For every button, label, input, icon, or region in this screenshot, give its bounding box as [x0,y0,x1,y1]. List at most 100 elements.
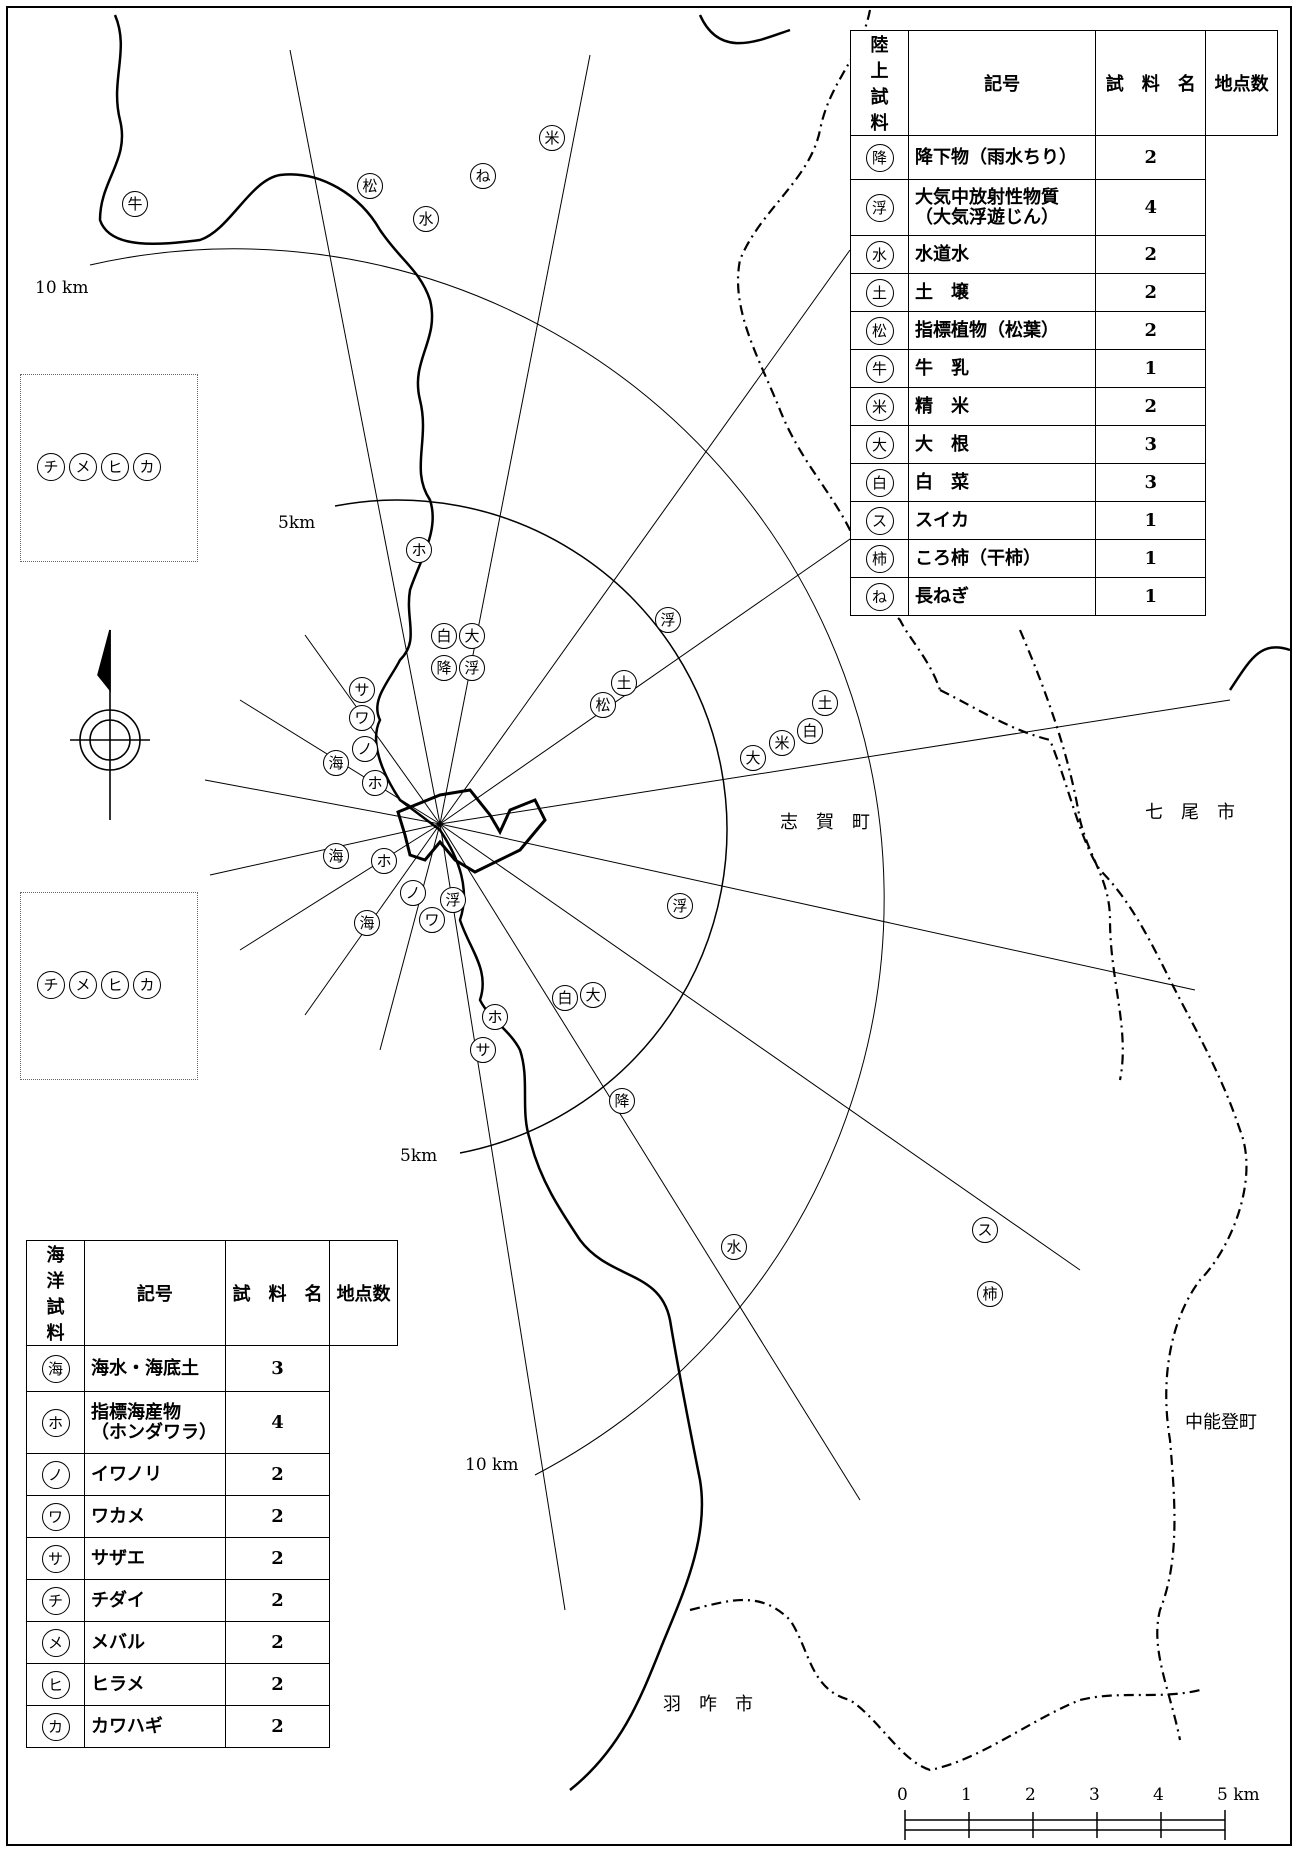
legend-symbol: 米 [865,392,894,421]
legend-symbol-cell: メ [26,1621,85,1664]
marker-sea-box: メ [69,971,97,999]
legend-row: 松指標植物（松葉）2 [850,311,1278,350]
legend-symbol-cell: ス [850,501,909,540]
map-marker: 土 [812,690,838,716]
map-marker: 水 [413,206,439,232]
boundary-south [689,1599,1201,1772]
map-marker: ホ [371,848,397,874]
legend-header-count: 地点数 [1205,30,1278,136]
map-marker: ね [470,163,496,189]
north-arrow [70,629,150,820]
map-marker: ス [972,1217,998,1243]
legend-symbol: 水 [865,240,894,269]
legend-name: チダイ [84,1579,226,1622]
legend-symbol-cell: 柿 [850,539,909,578]
legend-symbol: ヒ [41,1670,70,1699]
boundary-north [736,9,942,691]
legend-symbol: 牛 [865,354,894,383]
map-marker: 海 [323,750,349,776]
scale-tick-label: 1 [961,1785,972,1805]
map-marker: 白 [431,623,457,649]
legend-header-name: 試 料 名 [1095,30,1207,136]
legend-name: 精 米 [907,387,1097,426]
map-marker: ワ [349,705,375,731]
legend-count: 1 [1095,577,1207,616]
scale-tick-label: 3 [1089,1785,1100,1805]
legend-name: ヒラメ [84,1663,226,1706]
map-frame [6,6,1292,1846]
map-marker: 大 [580,982,606,1008]
map-marker: 柿 [977,1281,1003,1307]
map-marker: ノ [400,880,426,906]
legend-name: 土 壌 [907,273,1097,312]
map-marker: 水 [721,1234,747,1260]
distance-label-10km-south: 10 km [465,1455,519,1475]
legend-name: カワハギ [84,1705,226,1748]
legend-header-name: 試 料 名 [224,1240,331,1346]
map-marker: 海 [323,843,349,869]
circle-5km [334,499,728,1154]
coastline-north-east [698,14,791,45]
map-marker: 浮 [440,887,466,913]
sea-sample-box-south: チ メ ヒ カ [20,892,198,1080]
map-marker: サ [349,677,375,703]
coastline [98,14,704,1791]
map-marker: ノ [352,736,378,762]
marker-sea-box: ヒ [101,971,129,999]
legend-symbol: ノ [41,1460,70,1489]
plant-site [396,788,547,874]
map-marker: 松 [590,692,616,718]
map-marker: 浮 [667,893,693,919]
map-marker: ワ [419,907,445,933]
legend-name: 海水・海底土 [84,1345,226,1392]
scale-bar-lines [904,1810,1226,1840]
legend-name: メバル [84,1621,226,1664]
legend-symbol-cell: 米 [850,387,909,426]
legend-symbol-cell: 松 [850,311,909,350]
legend-symbol: 浮 [865,193,894,222]
place-shika: 志 賀 町 [780,812,870,833]
legend-count: 2 [224,1621,331,1664]
legend-symbol: サ [41,1544,70,1573]
legend-count: 2 [224,1453,331,1496]
group-label-text: 陸 上 試 料 [870,35,889,134]
legend-symbol-cell: ホ [26,1391,85,1454]
legend-count: 2 [1095,235,1207,274]
legend-symbol-cell: 大 [850,425,909,464]
legend-count: 3 [1095,425,1207,464]
legend-name: ころ柿（干柿） [907,539,1097,578]
legend-symbol-cell: 降 [850,135,909,180]
legend-symbol: ワ [41,1502,70,1531]
coastline-east [1228,646,1291,691]
distance-label-5km-south: 5km [400,1146,438,1166]
marker-sea-box: カ [133,971,161,999]
distance-label-10km-north: 10 km [35,278,89,298]
legend-name: 牛 乳 [907,349,1097,388]
legend-symbol: チ [41,1586,70,1615]
scale-tick-label: 0 [897,1785,908,1805]
legend-symbol: ね [865,582,894,611]
legend-name: スイカ [907,501,1097,540]
legend-symbol-cell: 海 [26,1345,85,1392]
legend-symbol-cell: 白 [850,463,909,502]
land-group-label: 陸 上 試 料 [850,30,909,136]
scale-tick-label: 4 [1153,1785,1164,1805]
legend-row: 降降下物（雨水ちり）2 [850,135,1278,180]
group-label-text: 海 洋 試 料 [46,1245,65,1344]
legend-header-count: 地点数 [329,1240,398,1346]
legend-symbol: 大 [865,430,894,459]
map-marker: 牛 [122,191,148,217]
legend-row: ホ指標海産物 （ホンダワラ）4 [26,1391,398,1454]
marker-sea-box: ヒ [101,453,129,481]
legend-count: 2 [1095,387,1207,426]
